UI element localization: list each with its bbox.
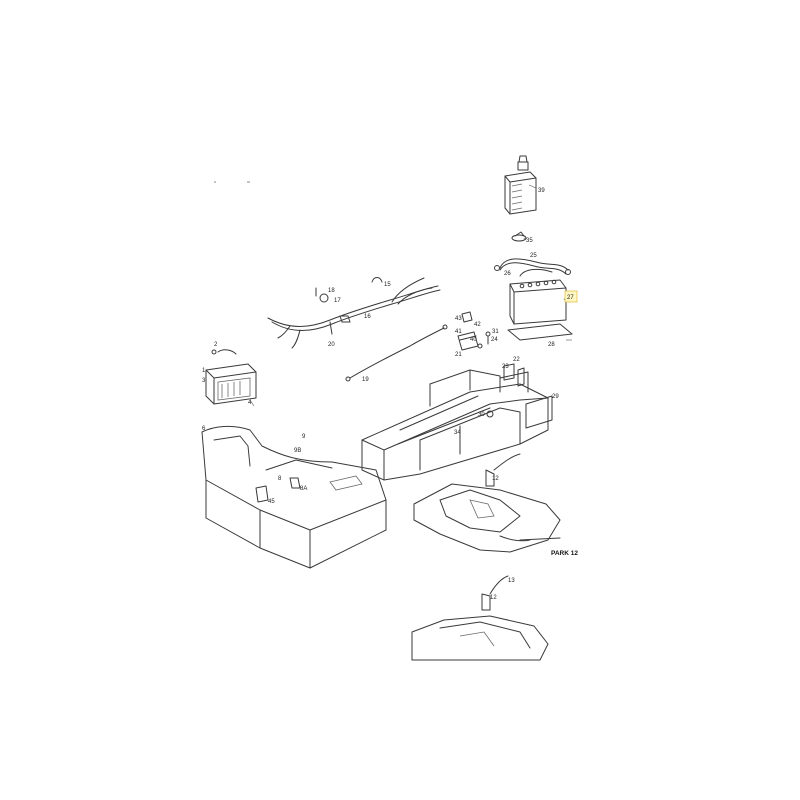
chassis-frame bbox=[361, 363, 553, 481]
cable-part bbox=[345, 324, 448, 382]
callout-26: 26 bbox=[504, 271, 511, 277]
callout-21: 21 bbox=[455, 352, 462, 358]
callout-17: 17 bbox=[334, 298, 341, 304]
callout-1: 1 bbox=[202, 368, 206, 374]
callout-35: 35 bbox=[526, 238, 533, 244]
callout-16: 16 bbox=[364, 314, 371, 320]
wiring-harness bbox=[267, 277, 441, 349]
callout-45: 45 bbox=[268, 499, 275, 505]
callout-20: 20 bbox=[328, 342, 335, 348]
callout-4: 4 bbox=[248, 400, 252, 406]
callout-8: 8 bbox=[278, 476, 282, 482]
callout-23: 23 bbox=[502, 364, 509, 370]
callout-9: 9 bbox=[302, 434, 306, 440]
callout-40: 40 bbox=[470, 337, 477, 343]
battery-cables bbox=[494, 258, 571, 277]
cap-part bbox=[511, 231, 527, 242]
transaxle-upper bbox=[413, 453, 561, 553]
callout-6: 6 bbox=[202, 426, 206, 432]
battery-part bbox=[509, 279, 567, 325]
callout-19: 19 bbox=[362, 377, 369, 383]
callout-2: 2 bbox=[214, 342, 218, 348]
callout-3: 3 bbox=[202, 378, 206, 384]
callout-31: 31 bbox=[492, 329, 499, 335]
callout-18: 18 bbox=[328, 288, 335, 294]
callout-9b: 9B bbox=[294, 448, 301, 454]
highlight-box-27 bbox=[564, 290, 578, 303]
callout-labels: 39 35 25 26 27 28 15 18 17 16 20 43 42 4… bbox=[202, 188, 574, 601]
fuse-box-part bbox=[504, 155, 537, 215]
callout-41: 41 bbox=[455, 329, 462, 335]
callout-29: 29 bbox=[552, 394, 559, 400]
sheet-label: PARK 12 bbox=[551, 550, 578, 557]
callout-39: 39 bbox=[538, 188, 545, 194]
callout-28: 28 bbox=[548, 342, 555, 348]
callout-22: 22 bbox=[513, 357, 520, 363]
callout-12-upper: 12 bbox=[492, 476, 499, 482]
headlight-part bbox=[205, 349, 257, 405]
callout-13: 13 bbox=[508, 578, 515, 584]
callout-8a: 8A bbox=[300, 486, 307, 492]
callout-42: 42 bbox=[474, 322, 481, 328]
hood-body-part bbox=[201, 425, 387, 569]
callout-43: 43 bbox=[455, 316, 462, 322]
callout-12-lower: 12 bbox=[490, 595, 497, 601]
callout-34: 34 bbox=[454, 430, 461, 436]
transaxle-lower bbox=[411, 575, 549, 661]
callout-15: 15 bbox=[384, 282, 391, 288]
switch-assembly bbox=[457, 311, 491, 351]
battery-mat-part bbox=[507, 323, 573, 341]
callout-25: 25 bbox=[530, 253, 537, 259]
callout-24: 24 bbox=[491, 337, 498, 343]
callout-27: 27 bbox=[567, 295, 574, 301]
callout-30: 30 bbox=[478, 412, 485, 418]
